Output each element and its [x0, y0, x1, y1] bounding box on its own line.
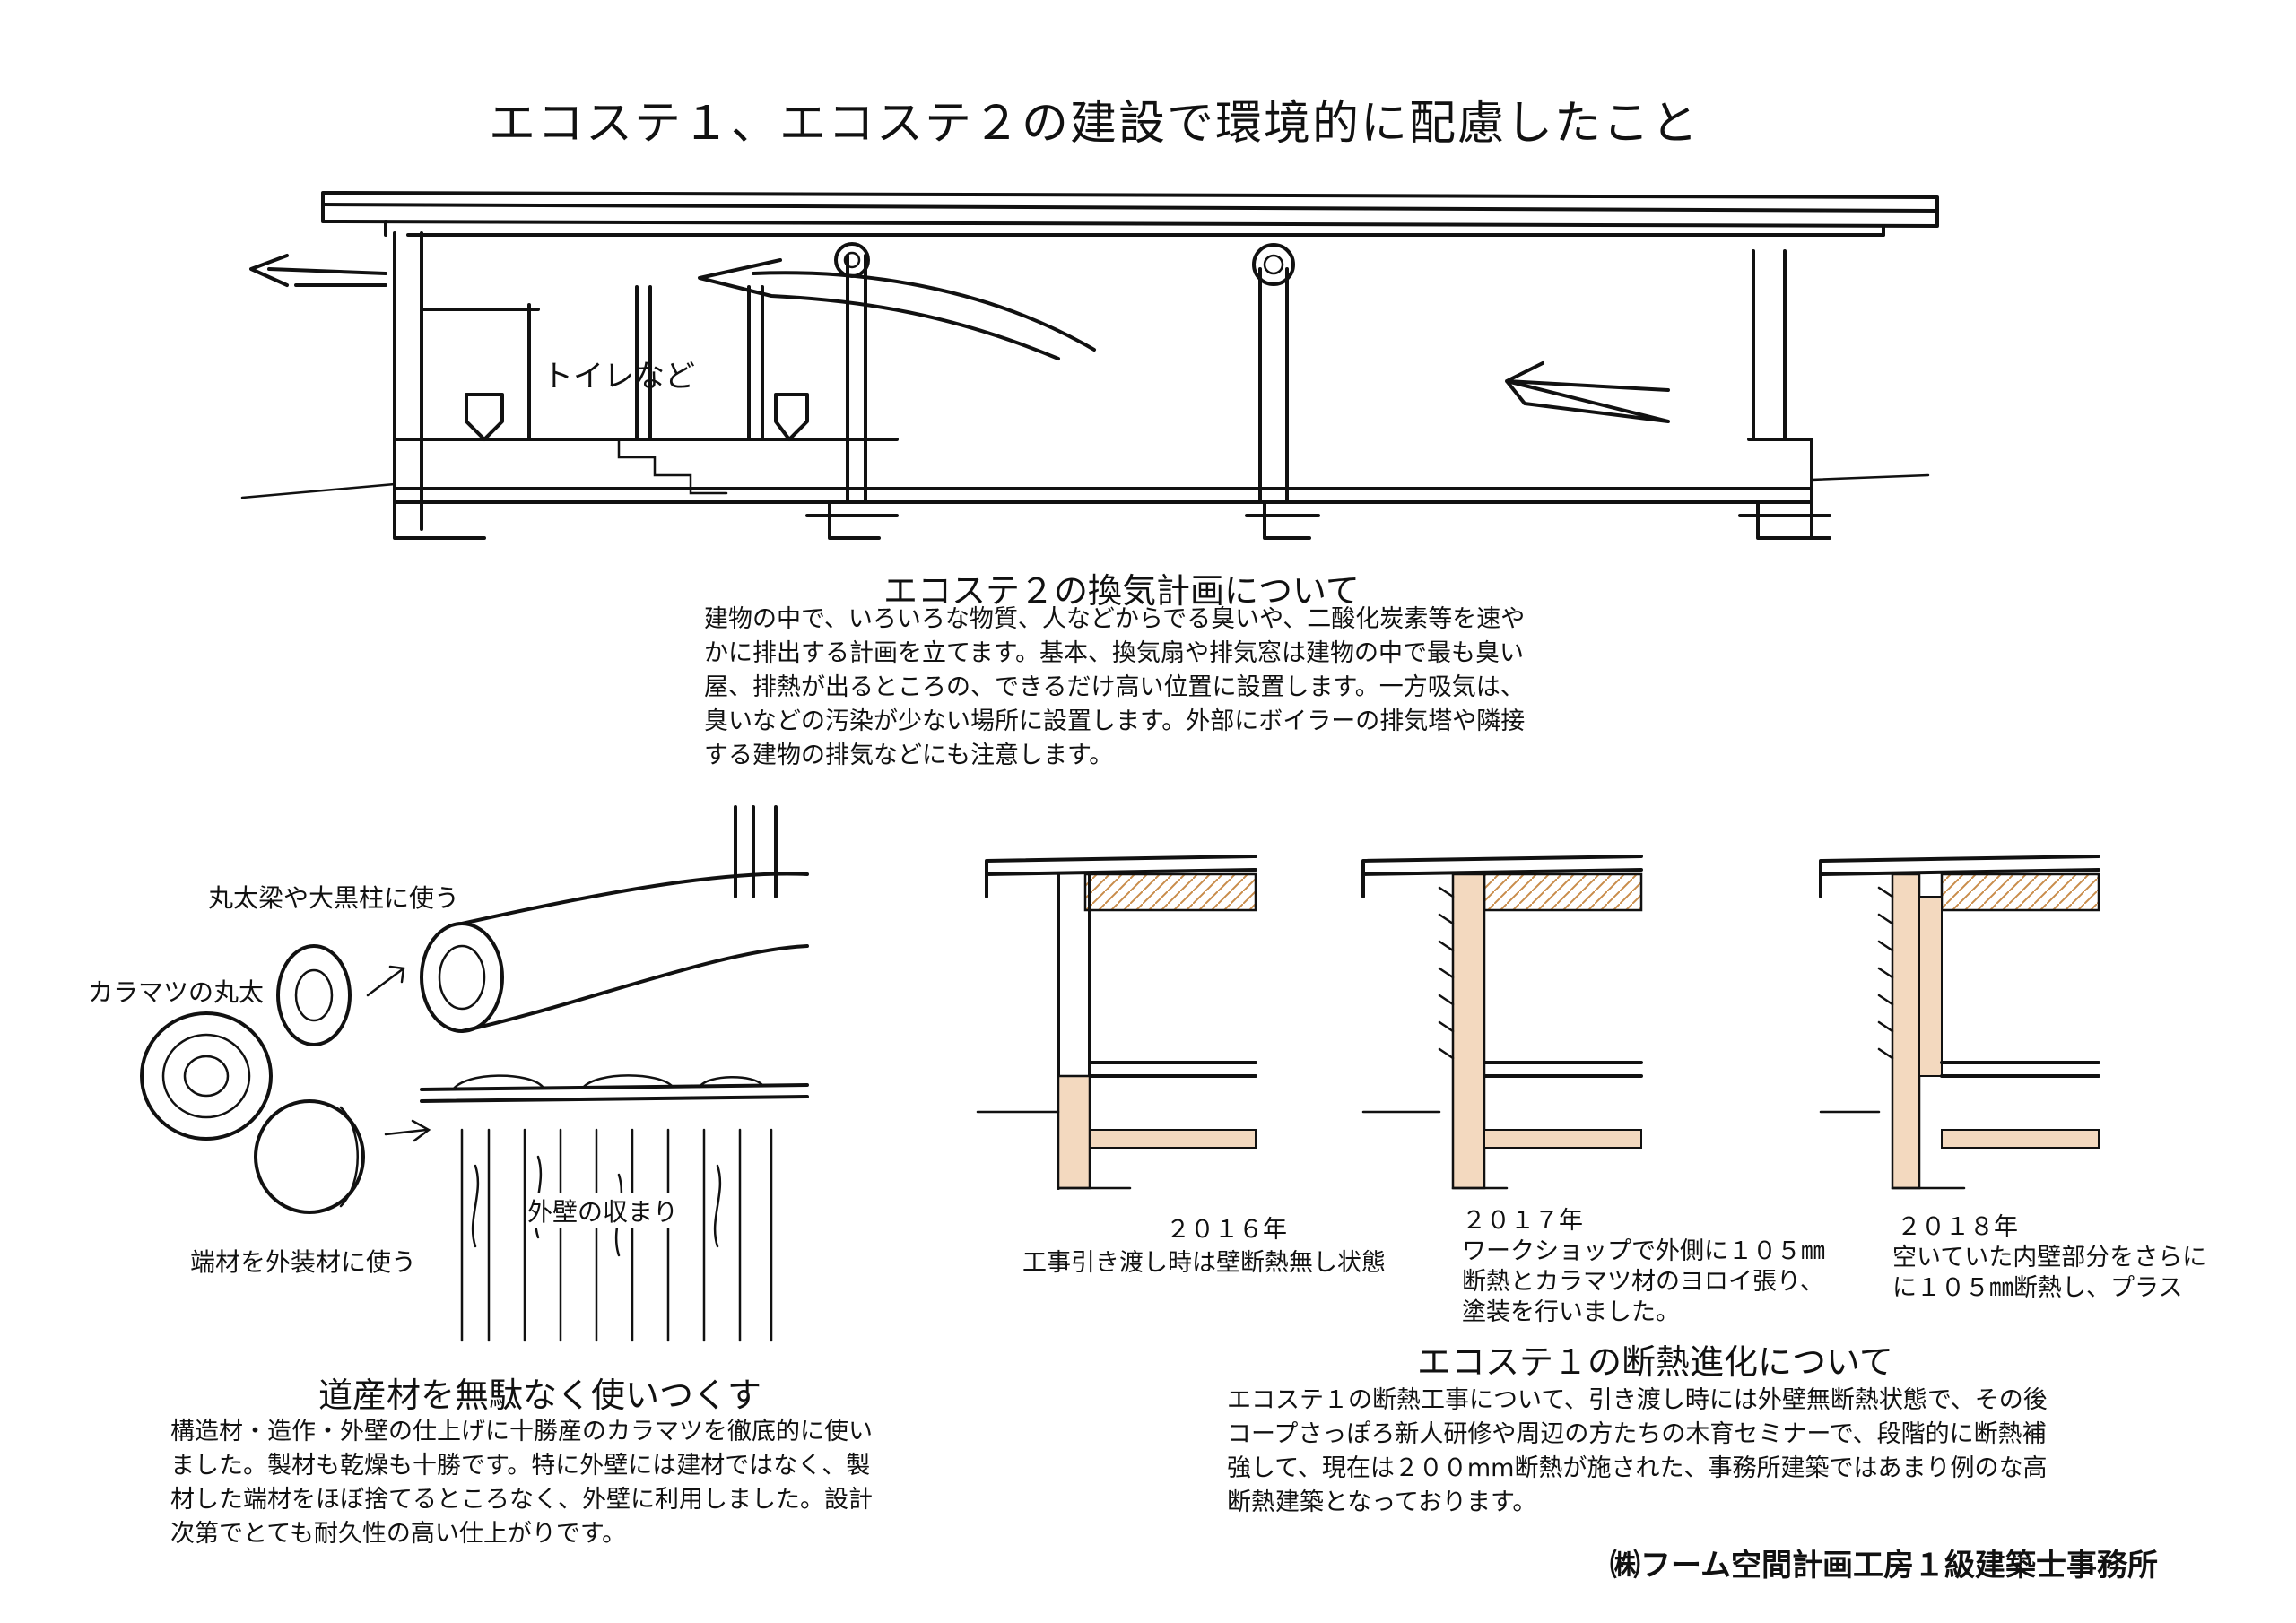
caption-2016-year: ２０１６年: [1166, 1216, 1287, 1244]
toilet-label: トイレなど: [543, 359, 695, 395]
company-name: ㈱フーム空間計画工房１級建築士事務所: [1610, 1548, 2158, 1584]
insulation-heading: エコステ１の断熱進化について: [1417, 1342, 1893, 1382]
page-title: エコステ１、エコステ２の建設で環境的に配慮したこと: [488, 97, 1700, 151]
caption-2018-year: ２０１８年: [1897, 1213, 2018, 1241]
timber-heading: 道産材を無駄なく使いつくす: [318, 1376, 762, 1415]
caption-2017-text: ワークショップで外側に１０５㎜ 断熱とカラマツ材のヨロイ張り、 塗装を行いました…: [1462, 1237, 1825, 1326]
insulation-body: エコステ１の断熱工事について、引き渡し時には外壁無断熱状態で、その後 コープさっ…: [1227, 1386, 2048, 1516]
timber-body: 構造材・造作・外壁の仕上げに十勝産のカラマツを徹底的に使い ました。製材も乾燥も…: [170, 1418, 873, 1548]
ventilation-body: 建物の中で、いろいろな物質、人などからでる臭いや、二酸化炭素等を速や かに排出す…: [704, 605, 1526, 769]
log-label: カラマツの丸太: [88, 977, 265, 1007]
ventilation-heading: エコステ２の換気計画について: [883, 571, 1360, 611]
caption-2018-text: 空いていた内壁部分をさらに に１０５㎜断熱し、プラス: [1892, 1244, 2207, 1302]
caption-2017-year: ２０１７年: [1462, 1207, 1583, 1235]
beam-label: 丸太梁や大黒柱に使う: [208, 883, 460, 913]
offcut-label: 端材を外装材に使う: [190, 1247, 417, 1277]
caption-2016-text: 工事引き渡し時は壁断熱無し状態: [1022, 1249, 1386, 1277]
wall-label: 外壁の収まり: [527, 1193, 679, 1228]
